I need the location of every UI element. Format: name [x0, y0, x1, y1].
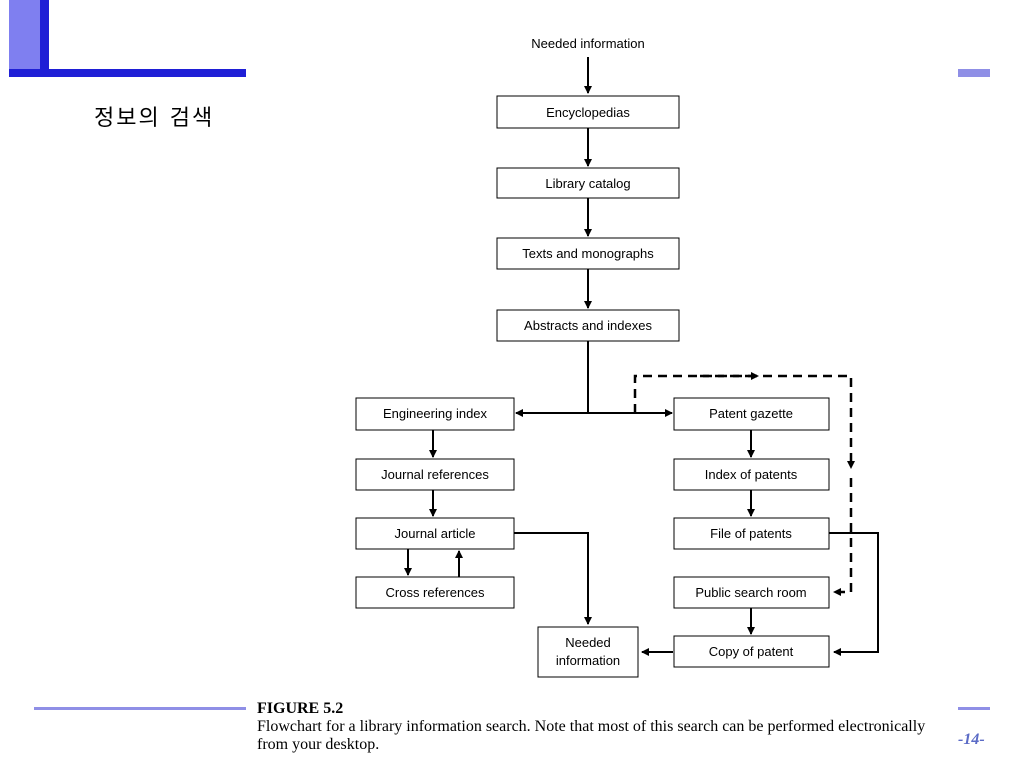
svg-text:Texts and monographs: Texts and monographs [522, 246, 654, 261]
svg-text:Engineering index: Engineering index [383, 406, 488, 421]
svg-text:Abstracts and indexes: Abstracts and indexes [524, 318, 652, 333]
node-encyclopedias: Encyclopedias [496, 95, 680, 129]
arrow-file-to-copy [829, 532, 879, 656]
footer-rule-right [958, 707, 990, 710]
header-rule-right [958, 69, 990, 77]
figure-caption: FIGURE 5.2 Flowchart for a library infor… [257, 700, 957, 754]
node-library-catalog: Library catalog [496, 167, 680, 199]
arrow-article-to-needed [514, 532, 592, 625]
node-needed-information-bottom: Needed information [537, 626, 639, 678]
svg-text:Library catalog: Library catalog [545, 176, 630, 191]
node-texts-and-monographs: Texts and monographs [496, 237, 680, 270]
corner-accent-block [9, 0, 45, 74]
node-abstracts-and-indexes: Abstracts and indexes [496, 309, 680, 342]
header-rule [9, 69, 246, 77]
figure-caption-text: Flowchart for a library information sear… [257, 718, 926, 753]
slide-title: 정보의 검색 [94, 106, 215, 131]
node-public-search-room: Public search room [673, 576, 830, 609]
svg-text:Cross references: Cross references [386, 585, 485, 600]
footer-rule-left [34, 707, 246, 710]
svg-text:Patent gazette: Patent gazette [709, 406, 793, 421]
svg-text:Journal references: Journal references [381, 467, 489, 482]
svg-text:Copy of patent: Copy of patent [709, 644, 794, 659]
corner-accent-bar [40, 0, 49, 74]
node-copy-of-patent: Copy of patent [673, 635, 830, 668]
svg-text:Encyclopedias: Encyclopedias [546, 105, 630, 120]
svg-text:Journal article: Journal article [395, 526, 476, 541]
node-cross-references: Cross references [355, 576, 515, 609]
node-file-of-patents: File of patents [673, 517, 830, 550]
dashed-loop-top [633, 374, 855, 469]
flowchart: Needed information Encyclopedias Librar [355, 36, 879, 678]
node-journal-article: Journal article [355, 517, 515, 550]
node-engineering-index: Engineering index [355, 397, 515, 431]
node-patent-gazette: Patent gazette [673, 397, 830, 431]
page-number: -14- [958, 731, 985, 748]
svg-text:File of patents: File of patents [710, 526, 792, 541]
figure-label: FIGURE 5.2 [257, 700, 344, 717]
node-needed-information-top: Needed information [531, 36, 644, 51]
svg-text:Needed: Needed [565, 635, 611, 650]
svg-text:information: information [556, 653, 620, 668]
svg-text:Index of patents: Index of patents [705, 467, 798, 482]
svg-text:Public search room: Public search room [695, 585, 806, 600]
dashed-loop-to-public-search [833, 478, 853, 596]
node-journal-references: Journal references [355, 458, 515, 491]
node-index-of-patents: Index of patents [673, 458, 830, 491]
